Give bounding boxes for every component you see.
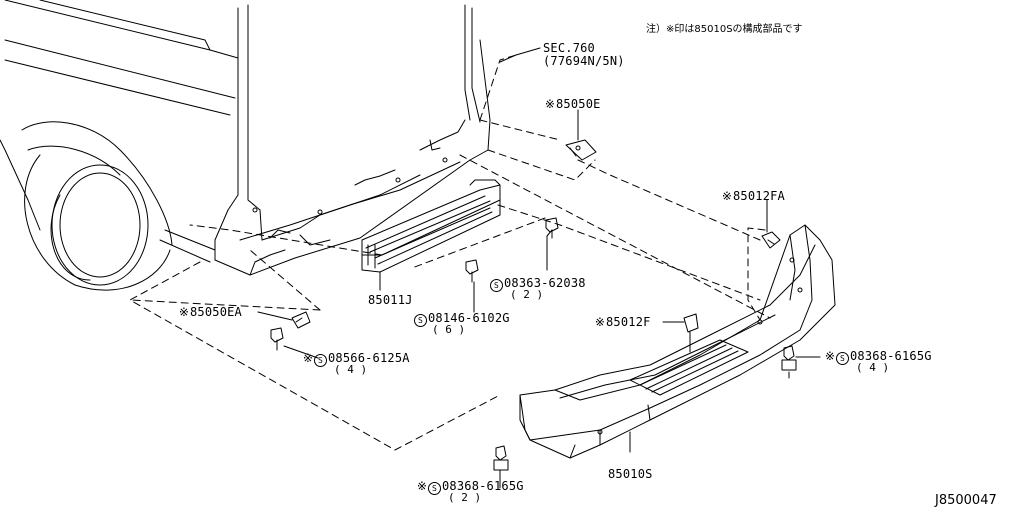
qty-08146-6102G: ( 6 ) [432, 323, 466, 336]
qty-08363-62038: ( 2 ) [510, 288, 544, 301]
step-frame-85011J [361, 179, 501, 273]
standard-part-symbol: S [428, 482, 441, 495]
callout-85011J: 85011J [368, 293, 413, 307]
leader-lines [257, 47, 821, 489]
vehicle-body [0, 0, 491, 291]
qty-08368-6165G-right: ( 4 ) [856, 361, 890, 374]
qty-08566-6125A: ( 4 ) [334, 363, 368, 376]
diagram-code: J8500047 [935, 493, 997, 508]
clip-85050E [565, 139, 597, 161]
callout-85050E: ※85050E [544, 97, 601, 111]
rear-bumper-85010S [519, 224, 836, 459]
standard-part-symbol: S [414, 314, 427, 327]
qty-08368-6165G-left: ( 2 ) [448, 491, 482, 504]
bolt-08363-62038 [545, 217, 559, 239]
clip-85012F [683, 313, 699, 333]
callout-85050EA: ※85050EA [178, 305, 242, 319]
bolt-08146-6102G [465, 259, 479, 283]
clip-85012FA [761, 231, 781, 249]
callout-85012FA: ※85012FA [721, 189, 785, 203]
callout-85012F: ※85012F [594, 315, 651, 329]
callout-sec760-line2: (77694N/5N) [543, 54, 625, 68]
standard-part-symbol: S [490, 279, 503, 292]
assembly-lines [129, 54, 771, 451]
callout-85010S: 85010S [608, 467, 653, 481]
note-text: 注）※印は85010Sの構成部品です [646, 24, 803, 35]
clip-85050EA [291, 311, 311, 329]
standard-part-symbol: S [836, 352, 849, 365]
bolt-08368-6165G-right [781, 345, 797, 379]
standard-part-symbol: S [314, 354, 327, 367]
bolt-08368-6165G-left [493, 445, 509, 471]
callout-sec760-line1: SEC.760 [543, 41, 595, 55]
bolt-08566-6125A [270, 327, 284, 351]
